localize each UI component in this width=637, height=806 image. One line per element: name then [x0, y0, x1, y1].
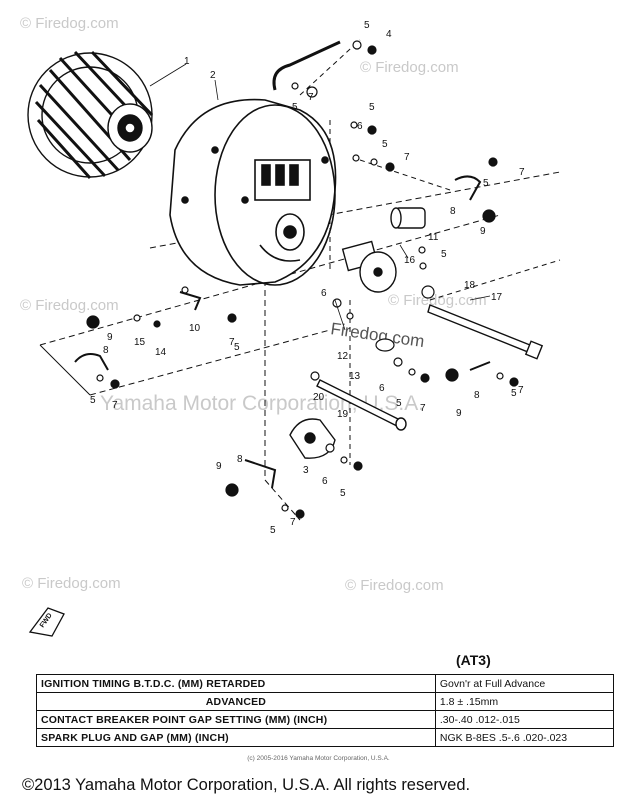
callout-15: 15	[134, 337, 146, 348]
long-bolts	[316, 304, 544, 431]
callout-9: 9	[480, 226, 486, 237]
callout-numbers: 1 2 3 4 5 5 5 5 5 5 5 5 5 5 5 5 6 6 6 6 …	[90, 20, 525, 536]
callout-2: 2	[210, 70, 216, 81]
callout-13: 13	[349, 371, 361, 382]
table-row: SPARK PLUG AND GAP (MM) (INCH) NGK B-8ES…	[36, 728, 615, 747]
watermark-firedog: © Firedog.com	[360, 59, 459, 76]
callout-8: 8	[450, 206, 456, 217]
callout-14: 14	[155, 347, 167, 358]
callout-5: 5	[369, 102, 375, 113]
table-row: ADVANCED 1.8 ± .15mm	[36, 692, 615, 711]
footer-copyright: ©2013 Yamaha Motor Corporation, U.S.A. A…	[22, 776, 471, 794]
watermark-firedog: © Firedog.com	[345, 577, 444, 594]
spec-value: .30-.40 .012-.015	[434, 710, 615, 729]
model-code: (AT3)	[456, 652, 491, 668]
callout-7: 7	[518, 385, 524, 396]
callout-9: 9	[216, 461, 222, 472]
spec-label: SPARK PLUG AND GAP (MM) (INCH)	[36, 728, 436, 747]
callout-7: 7	[229, 337, 235, 348]
callout-19: 19	[337, 409, 349, 420]
watermark-firedog: © Firedog.com	[22, 575, 121, 592]
rotor	[27, 50, 154, 180]
spec-label: CONTACT BREAKER POINT GAP SETTING (MM) (…	[36, 710, 436, 729]
callout-8: 8	[474, 390, 480, 401]
callout-5: 5	[364, 20, 370, 31]
callout-7: 7	[308, 92, 314, 103]
spec-value: Govn'r at Full Advance	[434, 674, 615, 693]
callout-5: 5	[511, 388, 517, 399]
callout-5: 5	[340, 488, 346, 499]
callout-17: 17	[491, 292, 503, 303]
callout-10: 10	[189, 323, 201, 334]
callout-3: 3	[303, 465, 309, 476]
watermark-firedog: © Firedog.com	[388, 292, 487, 309]
callout-7: 7	[112, 400, 118, 411]
callout-1: 1	[184, 56, 190, 67]
callout-7: 7	[519, 167, 525, 178]
callout-5: 5	[396, 398, 402, 409]
callout-4: 4	[386, 29, 392, 40]
fwd-arrow-icon: FWD	[28, 607, 65, 637]
callout-7: 7	[404, 152, 410, 163]
callout-6: 6	[357, 121, 363, 132]
small-copyright: (c) 2005-2016 Yamaha Motor Corporation, …	[247, 755, 390, 762]
callout-9: 9	[456, 408, 462, 419]
table-row: CONTACT BREAKER POINT GAP SETTING (MM) (…	[36, 710, 615, 729]
watermark-firedog: © Firedog.com	[20, 297, 119, 314]
callout-18: 18	[464, 280, 476, 291]
callout-12: 12	[337, 351, 349, 362]
spec-label: IGNITION TIMING B.T.D.C. (MM) RETARDED	[36, 674, 436, 693]
callout-11: 11	[428, 232, 439, 243]
callout-7: 7	[290, 517, 296, 528]
parts-diagram: © Firedog.com © Firedog.com © Firedog.co…	[20, 15, 561, 637]
lower-plate	[289, 418, 336, 459]
leader-lines	[149, 63, 491, 331]
hardware	[74, 40, 519, 519]
callout-6: 6	[379, 383, 385, 394]
spec-value: 1.8 ± .15mm	[434, 692, 615, 711]
callout-20: 20	[313, 392, 325, 403]
spec-value: NGK B-8ES .5-.6 .020-.023	[434, 728, 615, 747]
callout-5: 5	[270, 525, 276, 536]
callout-9: 9	[107, 332, 113, 343]
callout-5: 5	[483, 178, 489, 189]
callout-5: 5	[90, 395, 96, 406]
callout-6: 6	[322, 476, 328, 487]
watermark-firedog: © Firedog.com	[20, 15, 119, 32]
table-row: IGNITION TIMING B.T.D.C. (MM) RETARDED G…	[36, 674, 615, 693]
callout-5: 5	[292, 102, 298, 113]
callout-6: 6	[321, 288, 327, 299]
stator-housing	[169, 98, 337, 286]
condenser	[390, 207, 426, 229]
spec-label: ADVANCED	[36, 692, 436, 711]
callout-5: 5	[441, 249, 447, 260]
breaker-assembly	[341, 240, 397, 293]
callout-7: 7	[420, 403, 426, 414]
callout-8: 8	[103, 345, 109, 356]
callout-5: 5	[234, 342, 240, 353]
callout-5: 5	[382, 139, 388, 150]
spec-table: IGNITION TIMING B.T.D.C. (MM) RETARDED G…	[36, 674, 615, 747]
callout-16: 16	[404, 255, 416, 266]
callout-8: 8	[237, 454, 243, 465]
center-lines	[39, 39, 561, 521]
